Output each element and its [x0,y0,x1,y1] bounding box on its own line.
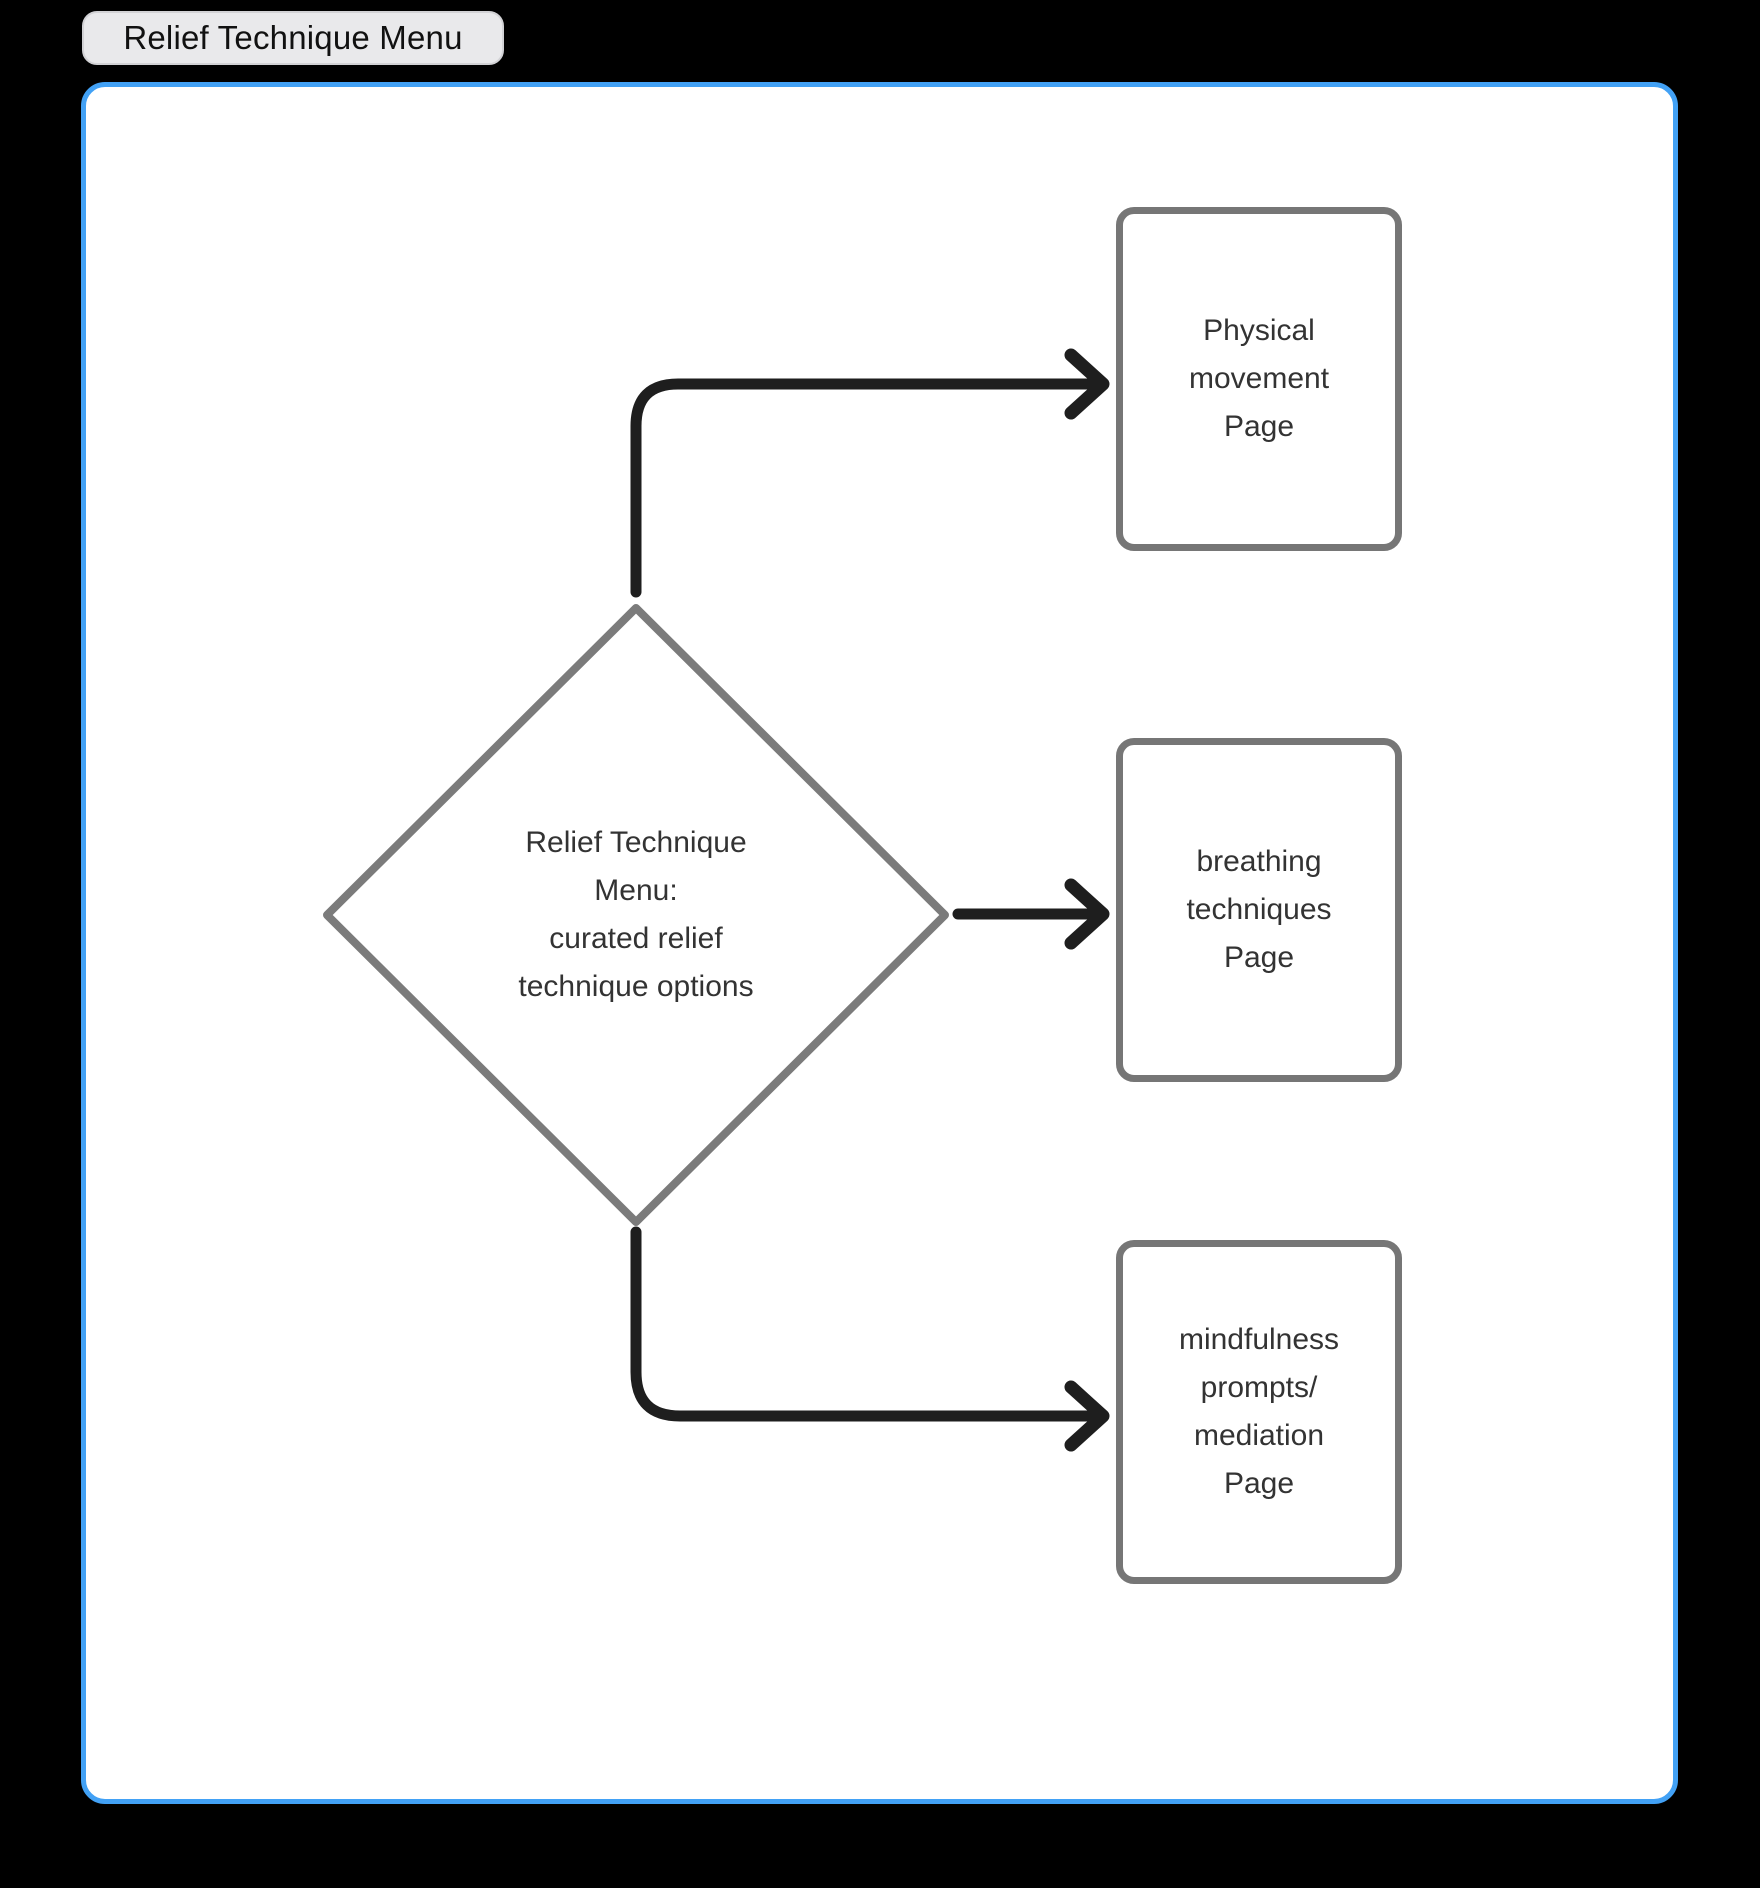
edge-to-physical-movement [630,348,1110,598]
node-label-line: Page [1223,941,1295,974]
node-physical-movement-page[interactable]: Physical movement Page [1116,207,1402,551]
arrowhead-icon [1064,348,1110,420]
decision-node-line: technique options [518,970,754,1003]
node-label-line: prompts/ [1200,1371,1318,1404]
node-mindfulness-prompts-page[interactable]: mindfulness prompts/ mediation Page [1116,1240,1402,1584]
decision-node-line: curated relief [549,922,723,955]
node-label-line: techniques [1186,893,1332,926]
edge-to-mindfulness-prompts [630,1226,1110,1452]
node-label-line: mindfulness [1178,1323,1340,1356]
node-label-line: mediation [1193,1419,1325,1452]
node-label-line: Physical [1203,314,1315,347]
arrowhead-icon [1064,878,1110,950]
edge-to-breathing-techniques [952,878,1110,950]
decision-diamond-shape[interactable] [323,604,949,1226]
decision-node-line: Relief Technique [525,826,747,859]
decision-node-label: Relief Technique Menu: curated relief te… [436,819,836,1011]
node-label-line: breathing [1196,845,1322,878]
node-label-line: Page [1223,410,1295,443]
node-label-line: Page [1223,1467,1295,1500]
decision-node-line: Menu: [594,874,678,907]
diagram-title-tab[interactable]: Relief Technique Menu [82,11,504,65]
diagram-title: Relief Technique Menu [123,19,463,56]
node-breathing-techniques-page[interactable]: breathing techniques Page [1116,738,1402,1082]
arrowhead-icon [1064,1380,1110,1452]
node-label-line: movement [1188,362,1330,395]
